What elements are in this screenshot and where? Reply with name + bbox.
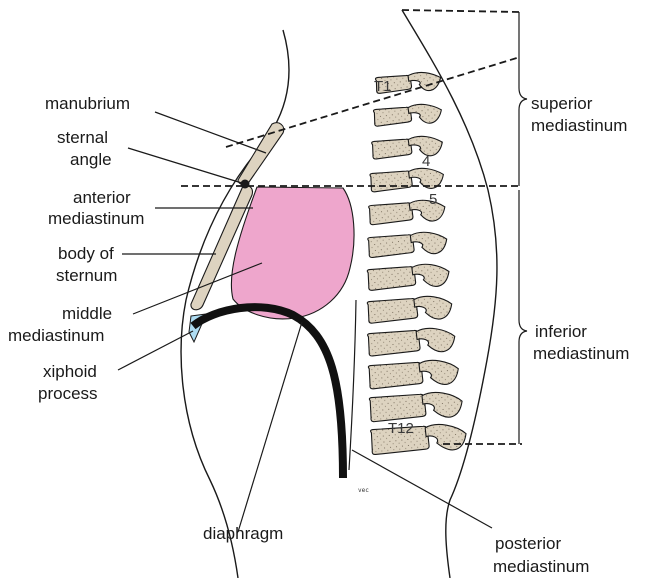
label-middle-line1: middle bbox=[62, 303, 112, 324]
spinous-process bbox=[419, 357, 460, 387]
vertebral-body bbox=[371, 137, 412, 160]
vertebra-5-label: 5 bbox=[429, 191, 437, 208]
manubrium-bone bbox=[238, 123, 284, 185]
spinous-process bbox=[409, 197, 446, 223]
vertebral-body bbox=[369, 392, 426, 422]
label-sternal-angle-line1: sternal bbox=[57, 127, 108, 148]
vertebra bbox=[373, 101, 443, 131]
label-superior-line2: mediastinum bbox=[531, 115, 627, 136]
vertebra-t12-label: T12 bbox=[388, 420, 414, 437]
vertebral-body bbox=[367, 296, 418, 323]
vertebra-4-label: 4 bbox=[422, 153, 430, 170]
superior-bracket bbox=[519, 12, 527, 186]
vertebral-body bbox=[369, 169, 412, 193]
label-diaphragm: diaphragm bbox=[203, 523, 283, 544]
vertebra bbox=[370, 420, 468, 458]
artist-initials: vec bbox=[358, 487, 369, 494]
label-posterior-line1: posterior bbox=[495, 533, 561, 554]
spinous-process bbox=[422, 390, 464, 420]
diaphragm-shape bbox=[193, 307, 343, 478]
vertebra-t1-label: T1 bbox=[374, 78, 392, 95]
vertebra bbox=[368, 356, 460, 393]
spinous-process bbox=[408, 101, 443, 125]
label-xiphoid-line2: process bbox=[38, 383, 98, 404]
manubrium-leader bbox=[155, 112, 266, 153]
label-anterior-line1: anterior bbox=[73, 187, 131, 208]
label-middle-line2: mediastinum bbox=[8, 325, 104, 346]
superior-upper-boundary bbox=[226, 57, 520, 147]
spinous-process bbox=[414, 293, 454, 321]
vertebral-body bbox=[367, 232, 414, 258]
vertebral-column bbox=[367, 69, 468, 458]
label-inferior-line2: mediastinum bbox=[533, 343, 629, 364]
label-body-of-sternum-line1: body of bbox=[58, 243, 114, 264]
vertebra bbox=[369, 388, 464, 426]
middle-mediastinum-shape bbox=[231, 187, 354, 319]
vertebra bbox=[367, 228, 448, 262]
label-manubrium: manubrium bbox=[45, 93, 130, 114]
posterior-body-wall bbox=[402, 10, 497, 578]
vertebral-body bbox=[367, 328, 420, 356]
vertebra bbox=[367, 260, 451, 294]
label-inferior-line1: inferior bbox=[535, 321, 587, 342]
label-sternal-angle-line2: angle bbox=[70, 149, 112, 170]
sternal-angle-leader bbox=[128, 148, 245, 184]
vertebra bbox=[367, 324, 456, 360]
label-body-of-sternum-line2: sternum bbox=[56, 265, 117, 286]
vertebral-body bbox=[368, 200, 413, 225]
diaphragm-leader bbox=[238, 322, 302, 532]
vertebral-body bbox=[367, 264, 416, 290]
label-anterior-line2: mediastinum bbox=[48, 208, 144, 229]
spinous-process bbox=[416, 325, 456, 354]
inferior-bracket bbox=[519, 190, 527, 444]
vertebral-body bbox=[368, 360, 423, 389]
thoracic-top-boundary bbox=[402, 10, 520, 12]
vertebra bbox=[367, 292, 454, 327]
vertebra bbox=[371, 133, 444, 164]
spinous-process bbox=[410, 229, 448, 256]
label-xiphoid-line1: xiphoid bbox=[43, 361, 97, 382]
label-posterior-line2: mediastinum bbox=[493, 556, 589, 577]
spinous-process bbox=[425, 422, 468, 453]
anterior-spinal-canal-line bbox=[349, 300, 356, 470]
label-superior-line1: superior bbox=[531, 93, 592, 114]
spinous-process bbox=[408, 70, 442, 94]
posterior-mediastinum-leader bbox=[352, 450, 492, 528]
vertebral-body bbox=[373, 105, 412, 127]
spinous-process bbox=[412, 261, 451, 289]
